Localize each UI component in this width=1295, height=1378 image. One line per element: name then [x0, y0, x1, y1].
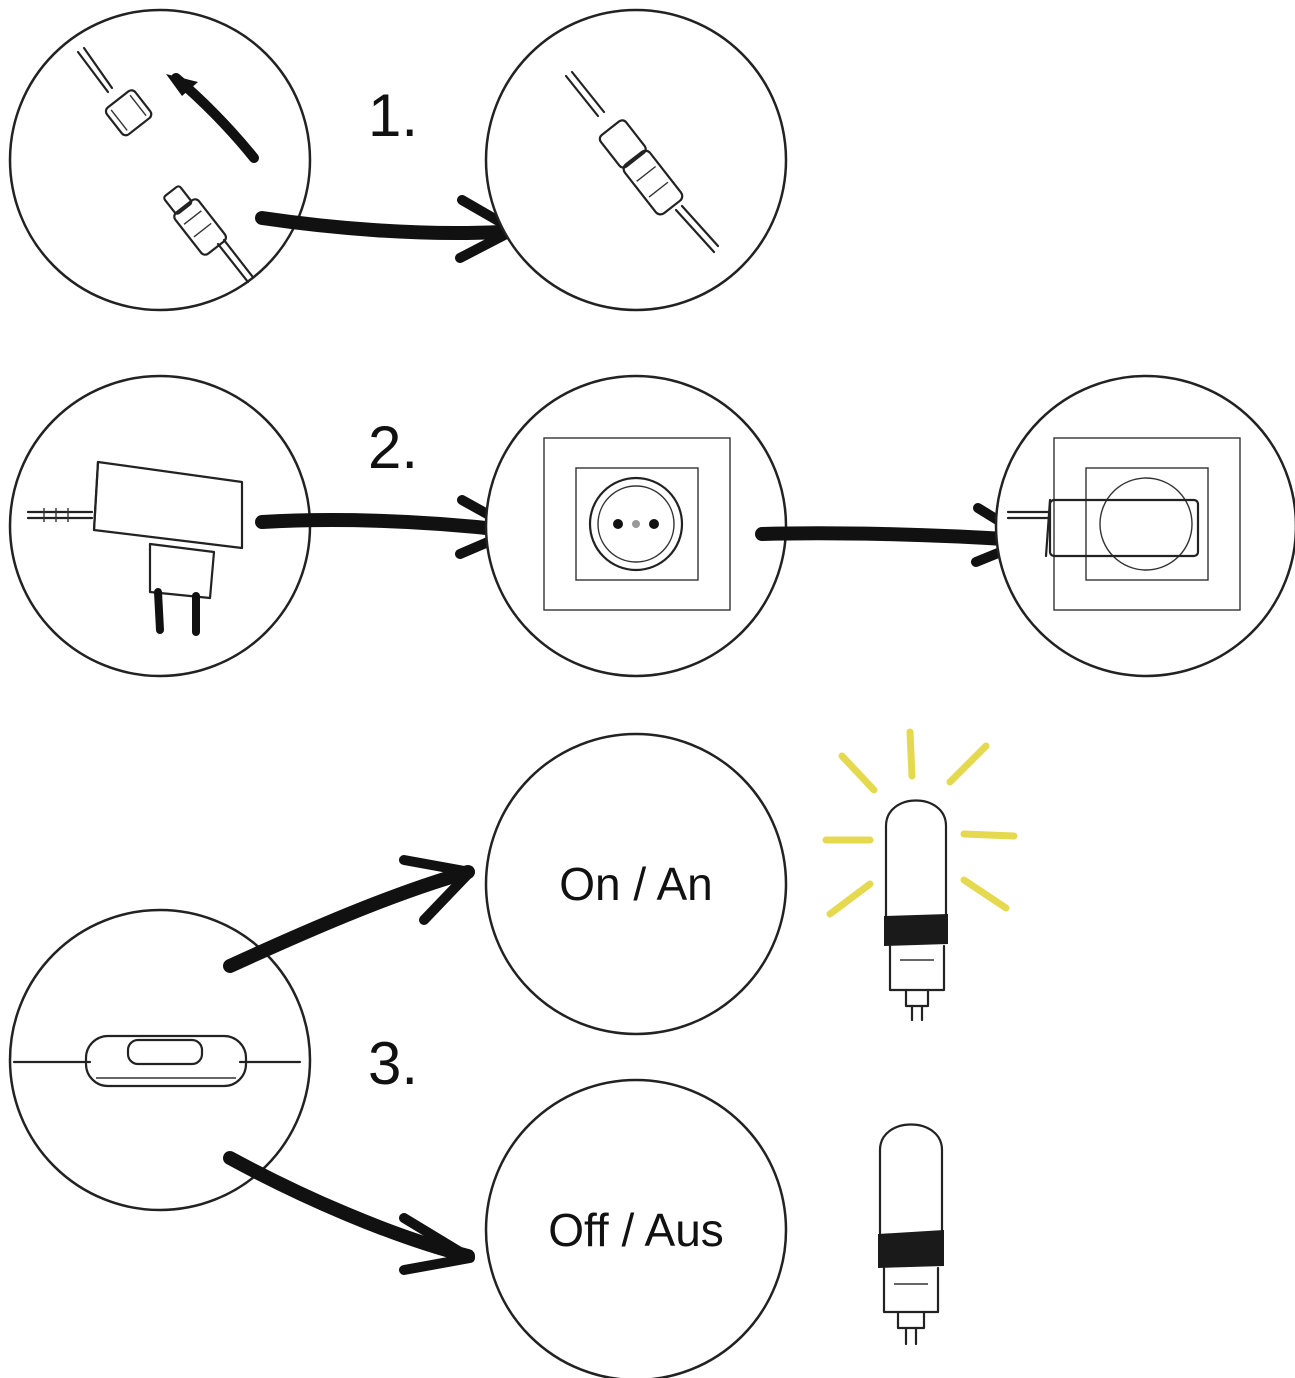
off-state: Off / Aus: [484, 1078, 788, 1378]
bulb-lit-icon: [822, 728, 1018, 1022]
step-3: 3. On / An Off / Aus: [8, 728, 1018, 1378]
on-label: On / An: [559, 858, 712, 910]
step-1: 1.: [8, 8, 788, 312]
bulb-off-icon: [878, 1123, 944, 1346]
power-adapter-illustration: [8, 374, 312, 678]
connectors-apart-illustration: [8, 8, 312, 312]
step-2-number: 2.: [368, 414, 418, 481]
wall-socket-illustration: [484, 374, 788, 678]
on-circle: [484, 732, 788, 1036]
arrow-to-off: [223, 1151, 475, 1275]
arrow-to-on: [223, 855, 475, 973]
arrow-step-2b: [755, 503, 1035, 567]
off-label: Off / Aus: [548, 1204, 724, 1256]
on-state: On / An: [484, 732, 788, 1036]
step-3-number: 3.: [368, 1030, 418, 1097]
step-1-number: 1.: [368, 82, 418, 149]
step-2: 2.: [8, 374, 1295, 678]
adapter-plugged-in-illustration: [994, 374, 1295, 678]
connectors-joined-illustration: [484, 8, 788, 312]
off-circle: [484, 1078, 788, 1378]
inline-switch-illustration: [8, 908, 312, 1212]
